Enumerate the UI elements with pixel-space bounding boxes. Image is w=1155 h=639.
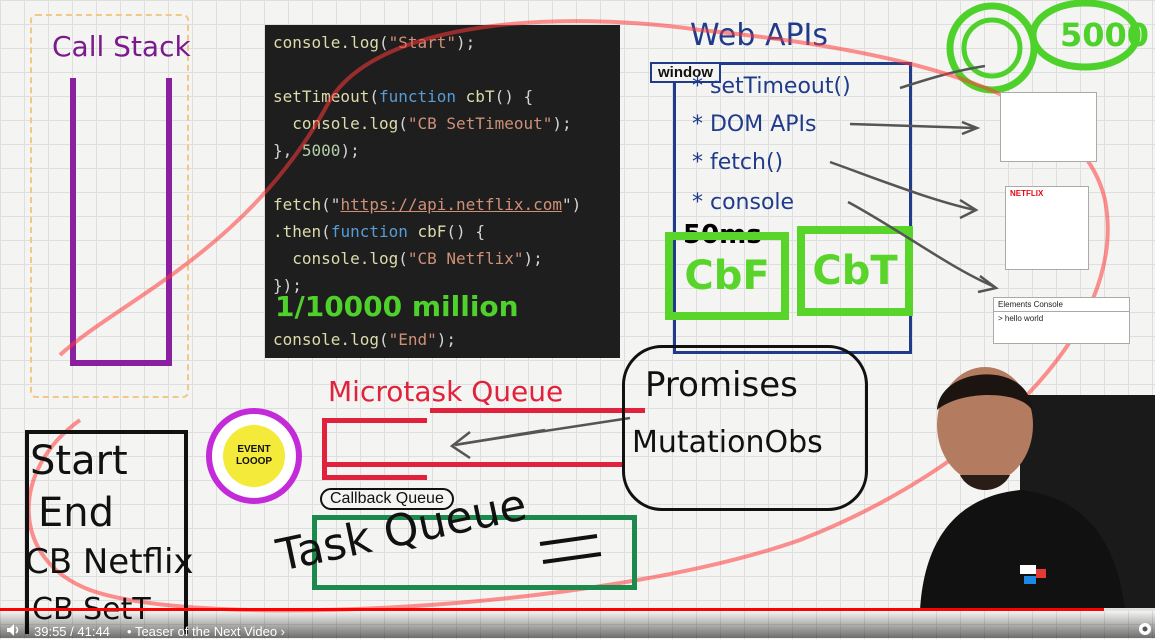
code-line: console.log("Start"); xyxy=(273,33,476,52)
progress-fill xyxy=(0,608,1105,611)
gear-icon[interactable] xyxy=(1136,620,1154,638)
microtask-queue-line xyxy=(322,462,622,467)
console-line-end: End xyxy=(38,490,115,536)
timer-label: 5000 xyxy=(1060,16,1150,54)
queue-equals-mark xyxy=(539,534,602,564)
code-line: setTimeout(function cbT() { xyxy=(273,87,534,106)
api-item-console: * console xyxy=(692,190,795,215)
microtask-title-underline xyxy=(430,408,645,413)
devtools-thumbnail: Elements Console > hello world xyxy=(993,297,1130,344)
call-stack-title: Call Stack xyxy=(52,30,191,63)
microtask-queue-box xyxy=(322,418,427,480)
netflix-thumbnail: NETFLIX xyxy=(1005,186,1089,270)
console-line-cb-netflix: CB Netflix xyxy=(25,542,194,582)
code-line: .then(function cbF() { xyxy=(273,222,485,241)
devtools-output: > hello world xyxy=(998,314,1044,323)
console-line-start: Start xyxy=(30,438,128,484)
callback-cbf: CbF xyxy=(665,232,789,320)
call-stack-area xyxy=(30,14,189,398)
microtask-queue-title: Microtask Queue xyxy=(328,375,564,408)
callback-queue-box xyxy=(312,515,637,590)
call-stack-frame xyxy=(70,78,172,366)
code-line: fetch("https://api.netflix.com") xyxy=(273,195,582,214)
chapter-label: Teaser of the Next Video xyxy=(134,624,278,639)
time-display: 39:55 / 41:44 xyxy=(34,624,110,639)
code-line: console.log("CB Netflix"); xyxy=(292,249,543,268)
handwritten-annotation: 1/10000 million xyxy=(275,290,519,323)
code-line: console.log("End"); xyxy=(273,330,457,349)
mutation-observer-label: MutationObs xyxy=(632,425,823,460)
promises-label: Promises xyxy=(645,365,798,405)
window-label: window xyxy=(650,62,721,83)
api-item-settimeout: * setTimeout() xyxy=(692,74,851,99)
callback-cbt: CbT xyxy=(797,226,913,316)
web-apis-box xyxy=(673,62,912,354)
dom-thumbnail xyxy=(1000,92,1097,162)
event-loop-icon: EVENT LOOOP xyxy=(206,408,302,504)
code-editor: console.log("Start"); setTimeout(functio… xyxy=(265,25,620,358)
console-output-box xyxy=(25,430,188,634)
netflix-label: NETFLIX xyxy=(1010,189,1044,198)
api-item-dom-apis: * DOM APIs xyxy=(692,112,817,137)
code-line: }); xyxy=(273,276,302,295)
promises-bubble xyxy=(622,345,868,511)
chapter-title[interactable]: • Teaser of the Next Video › xyxy=(127,624,286,639)
code-line: }, 5000); xyxy=(273,141,360,160)
video-controls: 39:55 / 41:44 • Teaser of the Next Video… xyxy=(0,611,1155,639)
api-item-fetch: * fetch() xyxy=(692,150,784,175)
presenter-video xyxy=(920,367,1155,610)
devtools-tabs: Elements Console xyxy=(994,298,1129,312)
volume-icon[interactable] xyxy=(6,623,22,637)
event-loop-label: EVENT LOOOP xyxy=(223,425,285,487)
callback-queue-title: Callback Queue xyxy=(320,488,454,510)
